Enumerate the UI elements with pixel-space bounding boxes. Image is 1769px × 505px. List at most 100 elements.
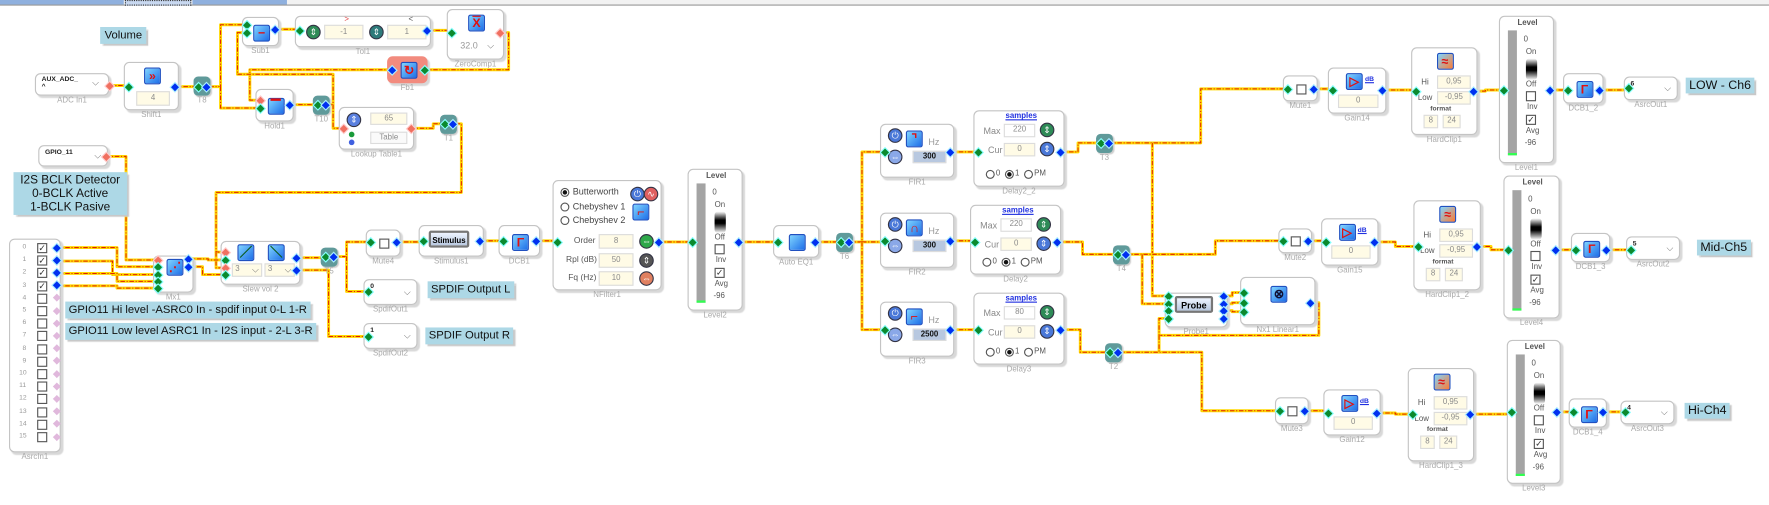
low-field[interactable]: -0,95: [1437, 91, 1471, 105]
wire[interactable]: [1056, 240, 1118, 256]
order-field[interactable]: 8: [598, 234, 634, 249]
delay-radio[interactable]: [985, 169, 995, 179]
gain-value[interactable]: 0: [1331, 245, 1371, 259]
adjust-icon[interactable]: ⇔: [887, 327, 903, 343]
channel-checkbox[interactable]: [37, 343, 48, 355]
order-adjust-icon[interactable]: ⇔: [639, 234, 654, 249]
adjust-max-icon[interactable]: ⇕: [1039, 122, 1055, 138]
adjust-icon[interactable]: ⇔: [887, 149, 903, 165]
wire[interactable]: [1060, 141, 1101, 154]
inv-checkbox[interactable]: [714, 244, 725, 255]
block-slew-vol-2[interactable]: ／＼3⌵3⌵: [220, 240, 301, 285]
tol-low-icon[interactable]: ⇕: [306, 24, 321, 40]
block-gpio[interactable]: GPIO_11⌵: [38, 145, 109, 167]
filter-wave-icon[interactable]: ∿: [643, 186, 659, 202]
frequency-field[interactable]: 300: [912, 239, 947, 253]
filter-type-radio[interactable]: [560, 216, 570, 226]
format-frac-field[interactable]: 24: [1439, 435, 1458, 449]
format-frac-field[interactable]: 24: [1442, 114, 1461, 129]
chevron-down-icon[interactable]: ⌵: [92, 77, 100, 88]
cur-field[interactable]: 0: [1003, 142, 1036, 157]
wire[interactable]: [1125, 239, 1283, 256]
block-spdifout1[interactable]: 0⌵: [363, 279, 418, 305]
adjust-cur-icon[interactable]: ⇕: [1039, 324, 1055, 339]
channel-checkbox[interactable]: [37, 356, 48, 367]
power-icon[interactable]: ⏻: [887, 217, 903, 232]
avg-checkbox[interactable]: ✓: [1525, 114, 1537, 125]
block-asrcout2[interactable]: 5⌵: [1626, 236, 1681, 260]
channel-checkbox[interactable]: [37, 432, 48, 443]
gain-value[interactable]: 0: [1333, 416, 1373, 430]
chevron-down-icon[interactable]: ⌵: [403, 286, 411, 297]
channel-checkbox[interactable]: ✓: [37, 268, 48, 279]
rpl-field[interactable]: 50: [598, 253, 634, 268]
filter-power-icon[interactable]: ⏻: [630, 186, 645, 202]
channel-checkbox[interactable]: [37, 318, 48, 329]
delay-radio[interactable]: [985, 347, 995, 357]
frequency-field[interactable]: 2500: [912, 328, 947, 341]
delay-radio[interactable]: [1024, 169, 1034, 179]
block-fir3[interactable]: ⏻⌐Hz⇔2500: [879, 301, 955, 357]
hi-field[interactable]: 0,95: [1433, 396, 1468, 410]
adjust-max-icon[interactable]: ⇕: [1039, 304, 1055, 320]
shift-value[interactable]: 4: [136, 91, 170, 106]
zerocomp-value[interactable]: 32.0: [460, 40, 478, 51]
max-field[interactable]: 220: [1003, 123, 1036, 138]
db-unit-link[interactable]: dB: [1364, 76, 1374, 84]
samples-link[interactable]: samples: [1002, 207, 1034, 215]
hi-field[interactable]: 0,95: [1439, 228, 1474, 242]
delay-radio[interactable]: [1020, 257, 1030, 267]
frequency-field[interactable]: 300: [912, 150, 947, 164]
wire[interactable]: [1117, 350, 1280, 413]
block-spdifout2[interactable]: 1⌵: [363, 322, 418, 349]
delay-radio[interactable]: [982, 257, 992, 267]
block-adc-in1[interactable]: AUX_ADC_^⌵: [34, 73, 110, 96]
lookup-adjust-icon[interactable]: ⇕: [346, 112, 362, 128]
tol-high-field[interactable]: 1: [387, 24, 427, 40]
max-field[interactable]: 220: [1000, 218, 1032, 232]
low-field[interactable]: -0,95: [1439, 244, 1474, 258]
channel-checkbox[interactable]: [37, 394, 48, 405]
chevron-down-icon[interactable]: ⌵: [487, 40, 495, 51]
slew-select-1[interactable]: 3⌵: [231, 263, 263, 277]
mute-checkbox[interactable]: [1287, 406, 1298, 417]
on-off-toggle[interactable]: [714, 211, 726, 233]
fq-adjust-icon[interactable]: ⇔: [639, 271, 654, 286]
gain-value[interactable]: 0: [1337, 94, 1379, 109]
tol-low-field[interactable]: -1: [324, 24, 364, 40]
tab[interactable]: [192, 0, 287, 5]
channel-checkbox[interactable]: [37, 406, 48, 418]
delay-radio[interactable]: [1004, 347, 1014, 357]
wire[interactable]: [56, 246, 158, 269]
wire[interactable]: [1373, 240, 1418, 248]
wire[interactable]: [1060, 328, 1110, 354]
block-asrcout1[interactable]: 6⌵: [1623, 76, 1678, 101]
samples-link[interactable]: samples: [1005, 112, 1037, 121]
power-icon[interactable]: ⏻: [887, 128, 903, 143]
chevron-down-icon[interactable]: ⌵: [94, 150, 102, 161]
block-nx1-linear1[interactable]: ⊗: [1240, 276, 1316, 326]
channel-checkbox[interactable]: [37, 369, 48, 380]
channel-checkbox[interactable]: ✓: [37, 243, 48, 254]
rpl-adjust-icon[interactable]: ⇕: [639, 253, 654, 268]
inv-checkbox[interactable]: [1530, 250, 1541, 262]
db-unit-link[interactable]: dB: [1359, 398, 1369, 406]
power-icon[interactable]: ⏻: [887, 306, 903, 321]
block-fir1[interactable]: ⏻⌝Hz⇔300: [879, 123, 955, 178]
on-off-toggle[interactable]: [1533, 382, 1546, 404]
inv-checkbox[interactable]: [1525, 91, 1537, 102]
inv-checkbox[interactable]: [1533, 415, 1544, 426]
chevron-down-icon[interactable]: ⌵: [403, 330, 411, 341]
channel-checkbox[interactable]: [37, 381, 48, 392]
chevron-down-icon[interactable]: ⌵: [1666, 242, 1674, 253]
